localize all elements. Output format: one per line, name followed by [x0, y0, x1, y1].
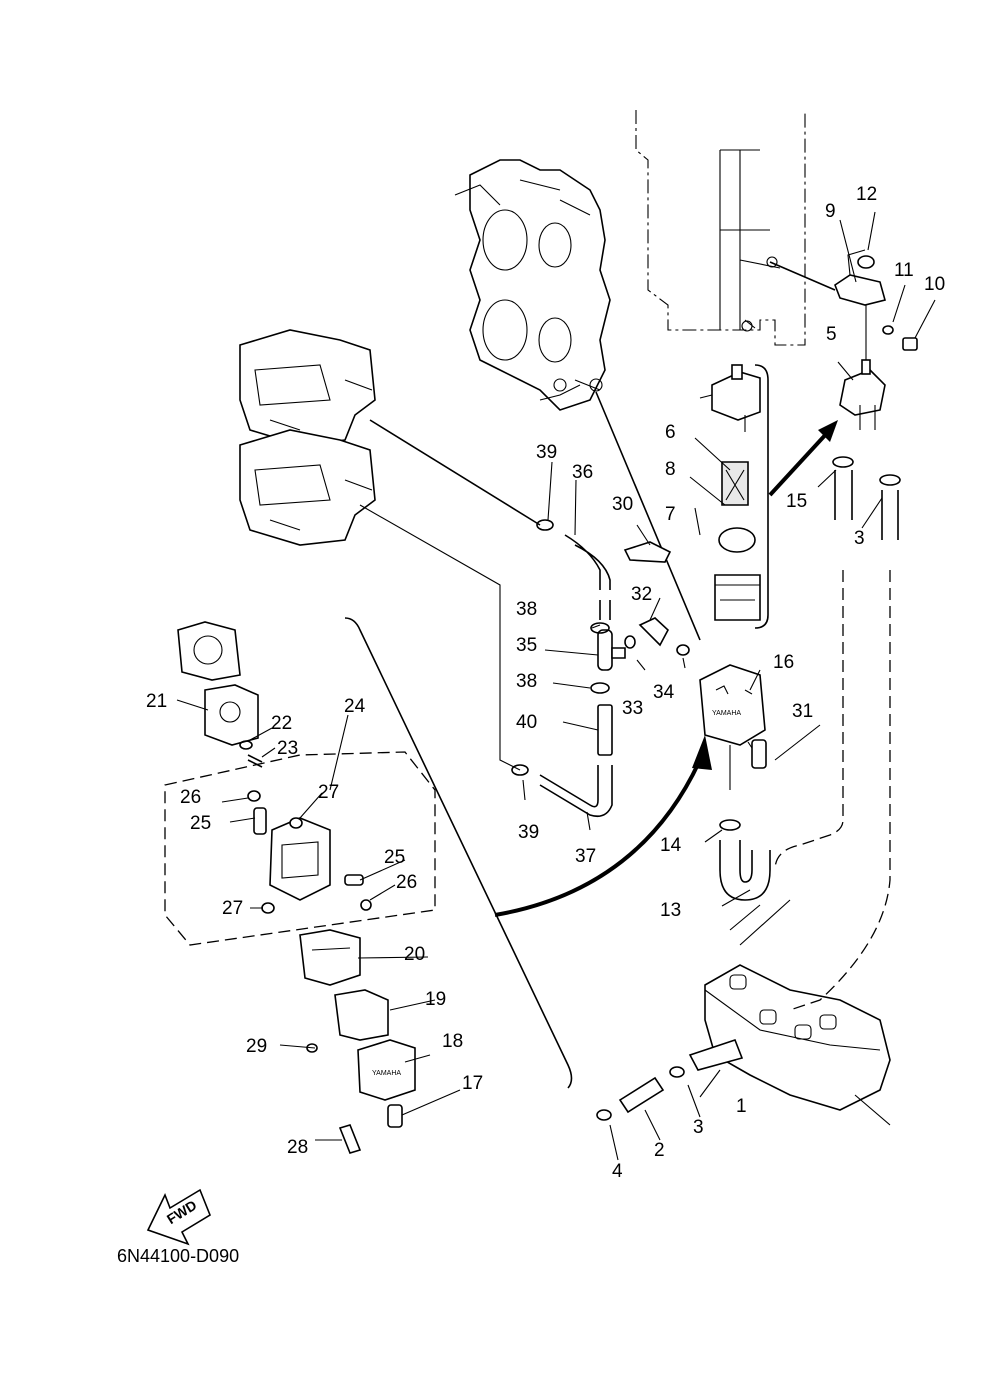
callout-6: 6 [665, 422, 676, 443]
callout-19: 19 [425, 989, 446, 1010]
callout-37: 37 [575, 846, 596, 867]
callout-10: 10 [924, 274, 945, 295]
engine-block [635, 110, 836, 346]
fuel-inlet-fittings [596, 1039, 744, 1121]
callout-25-right: 25 [384, 847, 405, 868]
callout-8: 8 [665, 459, 676, 480]
callout-13: 13 [660, 900, 681, 921]
callout-3-lower: 3 [693, 1117, 704, 1138]
callout-27-bottom: 27 [222, 898, 243, 919]
leader-lines [176, 211, 936, 1161]
callout-31: 31 [792, 701, 813, 722]
callout-30: 30 [612, 494, 633, 515]
fuel-pump-main: YAMAHA [699, 664, 767, 790]
fuel-hoses-right [774, 456, 901, 1011]
pump-breakdown: YAMAHA [164, 621, 436, 1154]
diagram-code: 6N44100-D090 [117, 1246, 239, 1266]
callout-39-top: 39 [536, 442, 557, 463]
callout-21: 21 [146, 691, 167, 712]
callout-38-bottom: 38 [516, 671, 537, 692]
callout-3-upper: 3 [854, 528, 865, 549]
callout-9: 9 [825, 201, 836, 222]
intake-manifold [454, 159, 701, 641]
center-hoses [511, 519, 690, 818]
callout-40: 40 [516, 712, 537, 733]
callout-28: 28 [287, 1137, 308, 1158]
callout-34: 34 [653, 682, 675, 703]
callout-2: 2 [654, 1140, 665, 1161]
callout-38-top: 38 [516, 599, 537, 620]
callout-12: 12 [856, 184, 877, 205]
callout-7: 7 [665, 504, 676, 525]
pump-brand-label: YAMAHA [712, 710, 741, 717]
forward-direction-arrow: FWD [146, 1188, 211, 1246]
u-hose [719, 819, 771, 901]
section-bracket [344, 420, 838, 1089]
lower-cowling [704, 899, 891, 1126]
callout-29: 29 [246, 1036, 267, 1057]
callout-5: 5 [826, 324, 837, 345]
callout-39-bottom: 39 [518, 822, 539, 843]
callout-35: 35 [516, 635, 537, 656]
callout-33: 33 [622, 698, 643, 719]
callout-32: 32 [631, 584, 652, 605]
callout-11: 11 [894, 260, 914, 281]
callout-26-right: 26 [396, 872, 417, 893]
callout-20: 20 [404, 944, 425, 965]
callout-25-left: 25 [190, 813, 211, 834]
pump-brand-label-lower: YAMAHA [372, 1070, 401, 1077]
callout-36: 36 [572, 462, 593, 483]
fuel-filter-assembly [699, 364, 769, 629]
callout-1: 1 [736, 1096, 747, 1117]
callout-16: 16 [773, 652, 794, 673]
callout-14: 14 [660, 835, 682, 856]
callout-numbers: 1 2 3 3 4 5 6 7 8 9 10 11 12 13 14 15 16… [146, 184, 945, 1182]
callout-4: 4 [612, 1161, 623, 1182]
callout-23: 23 [277, 738, 298, 759]
fuel-joint [834, 249, 918, 430]
carburetors [239, 329, 541, 771]
callout-24: 24 [344, 696, 366, 717]
callout-27-top: 27 [318, 782, 339, 803]
callout-26-left: 26 [180, 787, 201, 808]
callout-18: 18 [442, 1031, 463, 1052]
callout-22: 22 [271, 713, 292, 734]
callout-15: 15 [786, 491, 807, 512]
callout-17: 17 [462, 1073, 483, 1094]
